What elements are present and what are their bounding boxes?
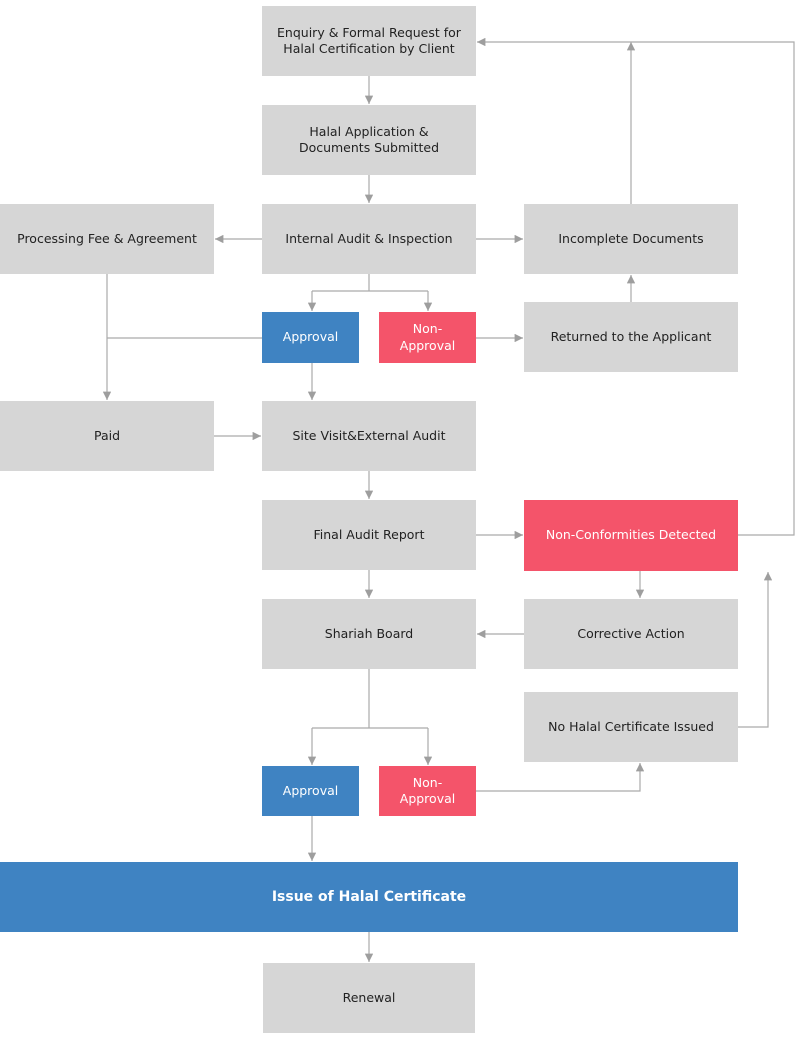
approval-box-1: Approval — [262, 312, 359, 363]
non-conformities-label: Non-Conformities Detected — [545, 527, 717, 543]
processing-fee-label: Processing Fee & Agreement — [17, 230, 197, 246]
no-certificate-label: No Halal Certificate Issued — [548, 718, 714, 734]
application-box: Halal Application & Documents Submitted — [262, 105, 476, 175]
non-approval-box-2: Non-Approval — [379, 766, 476, 816]
application-label: Halal Application & Documents Submitted — [298, 123, 440, 155]
issue-certificate-label: Issue of Halal Certificate — [271, 888, 467, 905]
final-audit-report-label: Final Audit Report — [313, 526, 425, 542]
incomplete-documents-box: Incomplete Documents — [524, 204, 738, 274]
approval-label-2: Approval — [282, 782, 339, 798]
returned-to-applicant-box: Returned to the Applicant — [524, 302, 738, 372]
non-approval-box-1: Non-Approval — [379, 312, 476, 363]
site-visit-box: Site Visit&External Audit — [262, 401, 476, 471]
renewal-box: Renewal — [263, 963, 475, 1033]
paid-label: Paid — [93, 427, 121, 443]
corrective-action-box: Corrective Action — [524, 599, 738, 669]
renewal-label: Renewal — [342, 989, 396, 1005]
enquiry-box: Enquiry & Formal Request for Halal Certi… — [262, 6, 476, 76]
non-conformities-box: Non-Conformities Detected — [524, 500, 738, 571]
internal-audit-box: Internal Audit & Inspection — [262, 204, 476, 274]
paid-box: Paid — [0, 401, 214, 471]
shariah-board-label: Shariah Board — [324, 625, 414, 641]
enquiry-label: Enquiry & Formal Request for Halal Certi… — [277, 24, 461, 56]
non-approval-label-1: Non-Approval — [399, 321, 456, 353]
issue-certificate-box: Issue of Halal Certificate — [0, 862, 738, 932]
approval-label-1: Approval — [282, 329, 339, 345]
approval-box-2: Approval — [262, 766, 359, 816]
link-non-approval-2-to-no-certificate — [476, 763, 645, 792]
link-nonconformities-loop-to-enquiry — [477, 37, 795, 536]
internal-audit-label: Internal Audit & Inspection — [285, 230, 453, 246]
site-visit-label: Site Visit&External Audit — [292, 427, 446, 443]
no-certificate-box: No Halal Certificate Issued — [524, 692, 738, 762]
final-audit-report-box: Final Audit Report — [262, 500, 476, 570]
processing-fee-box: Processing Fee & Agreement — [0, 204, 214, 274]
returned-to-applicant-label: Returned to the Applicant — [550, 328, 712, 344]
corrective-action-label: Corrective Action — [577, 625, 685, 641]
shariah-board-box: Shariah Board — [262, 599, 476, 669]
link-no-certificate-to-nonconformities — [738, 572, 773, 728]
non-approval-label-2: Non-Approval — [399, 774, 456, 806]
incomplete-documents-label: Incomplete Documents — [558, 230, 704, 246]
